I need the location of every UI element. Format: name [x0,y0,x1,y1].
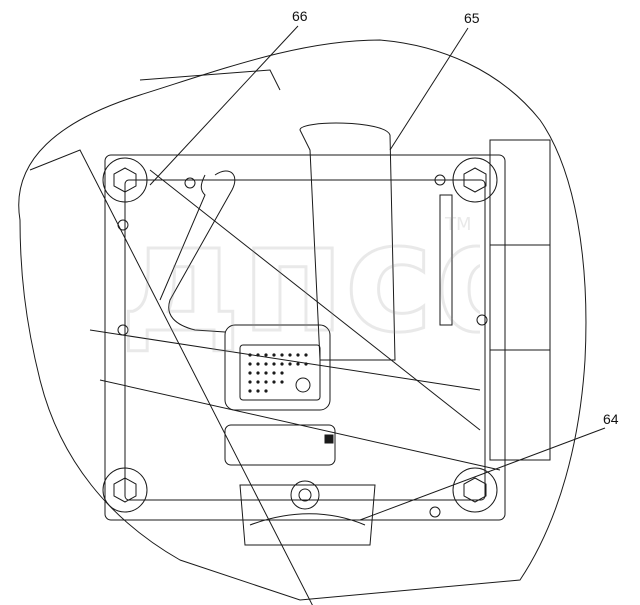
ecu-inner-panel [124,179,486,501]
callout-65: 65 [464,10,480,26]
tube [168,170,236,333]
leader-line-64 [359,427,606,521]
strap-band [29,149,313,605]
leader-line-65 [389,27,469,151]
callout-64: 64 [603,411,619,427]
watermark-text: дпсф [120,200,480,360]
side-strip [439,194,453,326]
watermark-logo: дпсф TM [120,200,480,360]
mount-bolt-bottom-left [102,467,148,513]
mount-bolt-bottom-right [452,467,498,513]
screw [184,177,196,189]
vertical-hose [299,122,396,361]
watermark-mark: TM [444,214,472,235]
screw [434,174,446,186]
mount-bolt-top-right [452,157,498,203]
lower-connector [224,424,336,466]
leader-line-66 [149,25,299,186]
detail-boundary [18,39,587,601]
callout-66: 66 [292,8,308,24]
screw [476,314,488,326]
ecu-housing [104,154,506,521]
mount-bolt-top-left [102,157,148,203]
connector-block [224,324,331,411]
screw [429,506,441,518]
hose-clamp [239,484,376,546]
connector-pins [248,353,308,393]
right-bracket [489,139,551,461]
